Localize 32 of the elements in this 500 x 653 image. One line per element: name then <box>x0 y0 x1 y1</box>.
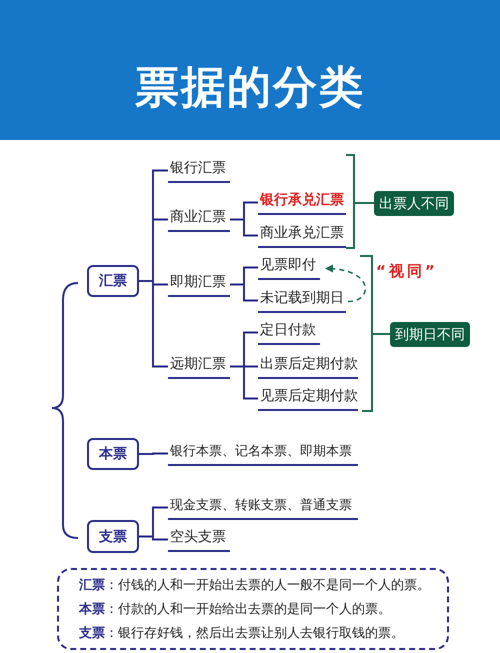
title: 票据的分类 <box>134 61 366 115</box>
underlined-label: 即期汇票 <box>168 272 230 297</box>
connector <box>230 284 258 302</box>
category-box: 汇票 <box>87 265 139 297</box>
connector <box>139 452 168 455</box>
tag-box: 到期日不同 <box>390 322 470 347</box>
underlined-label: 见票后定期付款 <box>258 386 358 411</box>
category-box: 支票 <box>87 520 139 553</box>
connector <box>139 536 168 540</box>
underlined-label: 银行承兑汇票 <box>258 190 346 215</box>
category-box: 本票 <box>87 438 139 470</box>
connector <box>230 218 258 236</box>
connector <box>139 280 168 368</box>
quote-label: “视同” <box>376 262 438 281</box>
note-text: 汇票：付钱的人和一开始出去票的人一般不是同一个人的票。 <box>79 577 431 594</box>
note-text: 本票：付款的人和一开始给出去票的是同一个人的票。 <box>79 601 392 618</box>
underlined-label: 见票即付 <box>258 255 320 280</box>
underlined-label: 远期汇票 <box>168 354 230 379</box>
note-text: 支票：银行存好钱，然后出去票让别人去银行取钱的票。 <box>79 625 405 642</box>
underlined-label: 商业承兑汇票 <box>258 223 346 248</box>
connector <box>230 366 258 400</box>
underlined-label: 出票后定期付款 <box>258 354 358 379</box>
tag-box: 出票人不同 <box>374 191 454 216</box>
underlined-label: 银行汇票 <box>168 158 230 183</box>
underlined-label: 银行本票、记名本票、即期本票 <box>168 441 358 466</box>
dashed-arrow <box>325 264 366 302</box>
underlined-label: 空头支票 <box>168 527 230 552</box>
underlined-label: 商业汇票 <box>168 207 230 232</box>
underlined-label: 现金支票、转账支票、普通支票 <box>168 495 358 520</box>
underlined-label: 定日付款 <box>258 320 320 345</box>
underlined-label: 未记载到期日 <box>258 288 346 313</box>
note-box <box>57 568 449 650</box>
